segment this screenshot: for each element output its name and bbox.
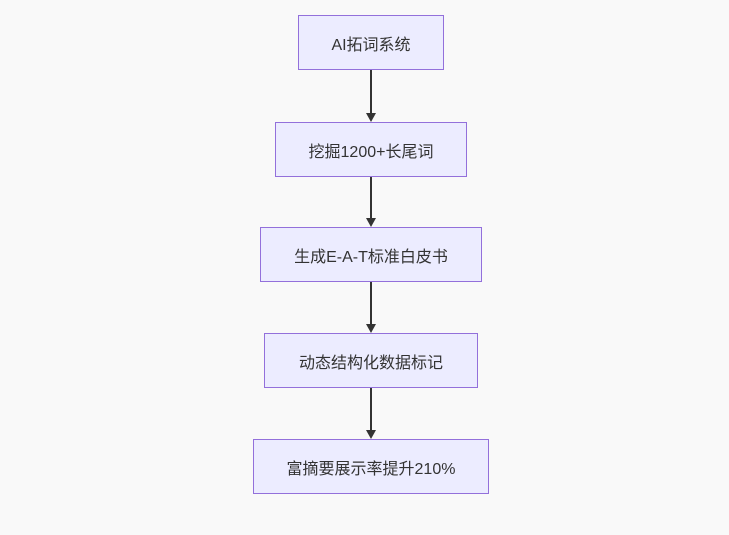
- flow-node-ai-word-expansion: AI拓词系统: [298, 15, 444, 70]
- flow-node-label: 富摘要展示率提升210%: [286, 460, 456, 478]
- flow-edge-4-5: [366, 388, 376, 439]
- edge-line: [370, 388, 372, 431]
- flow-node-label: 生成E-A-T标准白皮书: [294, 248, 448, 266]
- edge-line: [370, 282, 372, 325]
- flow-node-label: AI拓词系统: [331, 36, 411, 54]
- arrowhead-down-icon: [366, 218, 376, 227]
- flow-node-structured-data-markup: 动态结构化数据标记: [264, 333, 478, 388]
- flow-node-rich-snippet-uplift: 富摘要展示率提升210%: [253, 439, 489, 494]
- flow-node-longtail-mining: 挖掘1200+长尾词: [275, 122, 467, 177]
- arrowhead-down-icon: [366, 430, 376, 439]
- flow-node-label: 动态结构化数据标记: [298, 354, 443, 372]
- flow-edge-2-3: [366, 177, 376, 227]
- flow-edge-1-2: [366, 70, 376, 122]
- flow-edge-3-4: [366, 282, 376, 333]
- edge-line: [370, 177, 372, 219]
- arrowhead-down-icon: [366, 113, 376, 122]
- flow-node-eat-whitepaper: 生成E-A-T标准白皮书: [260, 227, 482, 282]
- flow-node-label: 挖掘1200+长尾词: [308, 143, 434, 161]
- arrowhead-down-icon: [366, 324, 376, 333]
- edge-line: [370, 70, 372, 114]
